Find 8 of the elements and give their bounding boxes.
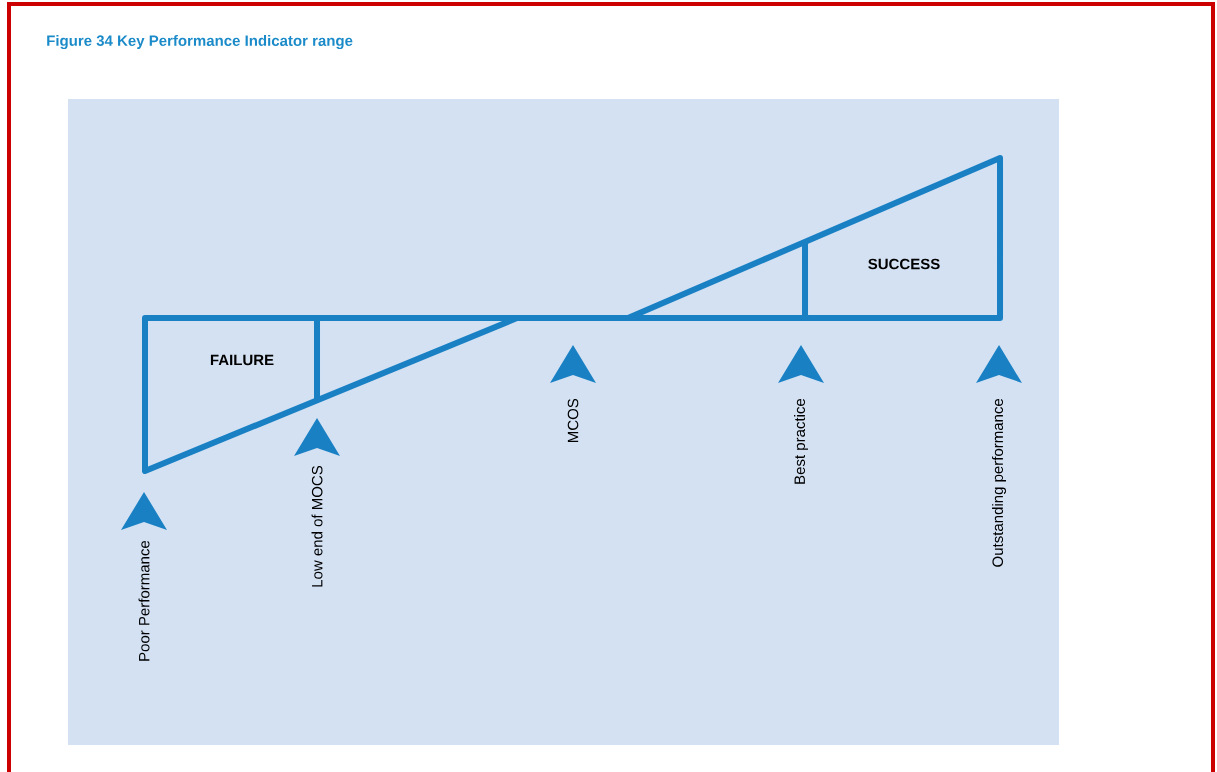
marker-label: Outstanding performance: [992, 398, 1006, 567]
marker-label: Low end of MOCS: [311, 465, 323, 587]
figure-title: Figure 34 Key Performance Indicator range: [47, 35, 353, 50]
marker-label: Best practice: [794, 398, 808, 484]
zone-label: SUCCESS: [868, 258, 940, 270]
zone-label: FAILURE: [210, 354, 274, 366]
marker-label: MCOS: [567, 398, 579, 442]
marker-label: Poor Performance: [138, 540, 150, 661]
